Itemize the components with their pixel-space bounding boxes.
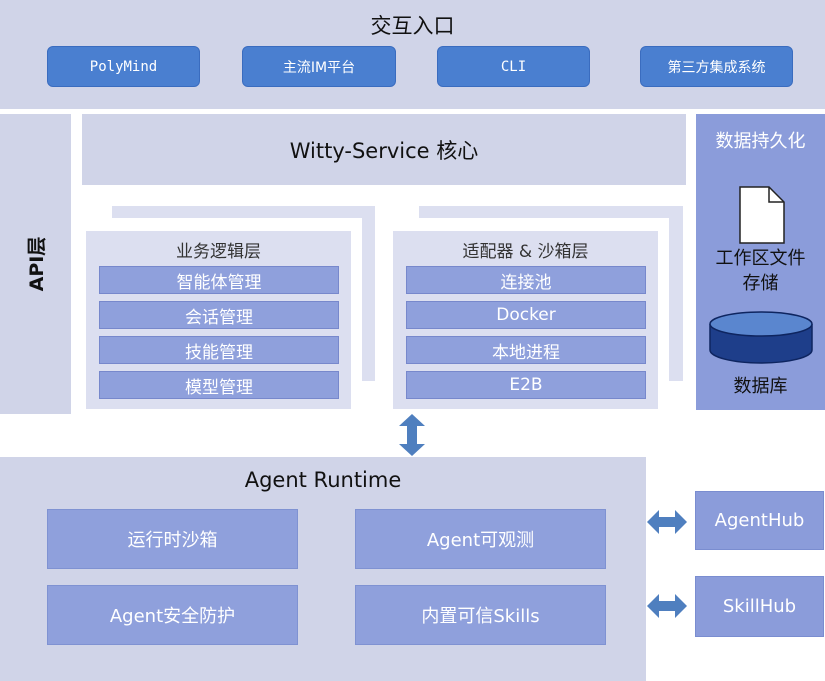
business-item-skill-mgmt[interactable]: 技能管理 [99, 336, 339, 364]
entry-button-third-party[interactable]: 第三方集成系统 [640, 46, 793, 87]
business-panel: 业务逻辑层 智能体管理 会话管理 技能管理 模型管理 [86, 231, 351, 409]
entry-panel: 交互入口 PolyMind 主流IM平台 CLI 第三方集成系统 [0, 0, 825, 109]
adapter-title: 适配器 & 沙箱层 [462, 241, 589, 262]
adapter-item-local-process[interactable]: 本地进程 [406, 336, 646, 364]
runtime-item-trusted-skills[interactable]: 内置可信Skills [355, 585, 606, 645]
persistence-title: 数据持久化 [715, 131, 806, 152]
api-layer-panel: API层 [0, 114, 71, 414]
entry-button-im-platform[interactable]: 主流IM平台 [242, 46, 396, 87]
business-item-agent-mgmt[interactable]: 智能体管理 [99, 266, 339, 294]
adapter-panel: 适配器 & 沙箱层 连接池 Docker 本地进程 E2B [393, 231, 658, 409]
business-item-session-mgmt[interactable]: 会话管理 [99, 301, 339, 329]
vertical-double-arrow-icon [399, 414, 425, 456]
core-panel: Witty-Service 核心 [82, 114, 686, 185]
business-title: 业务逻辑层 [176, 241, 261, 262]
runtime-title: Agent Runtime [244, 468, 402, 492]
entry-title: 交互入口 [370, 14, 455, 38]
persistence-panel: 数据持久化 工作区文件 存储 数据库 [696, 114, 825, 410]
workspace-file-label-line1: 工作区文件 [715, 247, 806, 269]
entry-button-polymind[interactable]: PolyMind [47, 46, 200, 87]
skillhub-box[interactable]: SkillHub [695, 576, 824, 637]
document-icon [739, 186, 785, 244]
workspace-file-label-line2: 存储 [742, 272, 779, 294]
adapter-item-docker[interactable]: Docker [406, 301, 646, 329]
adapter-item-e2b[interactable]: E2B [406, 371, 646, 399]
horizontal-double-arrow-icon [647, 594, 687, 618]
entry-button-cli[interactable]: CLI [437, 46, 590, 87]
database-label: 数据库 [733, 376, 788, 397]
api-layer-label: API层 [25, 236, 48, 292]
adapter-item-connection-pool[interactable]: 连接池 [406, 266, 646, 294]
database-cylinder-icon [709, 311, 813, 364]
runtime-item-security[interactable]: Agent安全防护 [47, 585, 298, 645]
runtime-item-observability[interactable]: Agent可观测 [355, 509, 606, 569]
business-item-model-mgmt[interactable]: 模型管理 [99, 371, 339, 399]
agenthub-box[interactable]: AgentHub [695, 491, 824, 550]
horizontal-double-arrow-icon [647, 510, 687, 534]
runtime-item-sandbox[interactable]: 运行时沙箱 [47, 509, 298, 569]
core-title: Witty-Service 核心 [289, 138, 479, 163]
runtime-panel: Agent Runtime 运行时沙箱 Agent可观测 Agent安全防护 内… [0, 457, 646, 681]
